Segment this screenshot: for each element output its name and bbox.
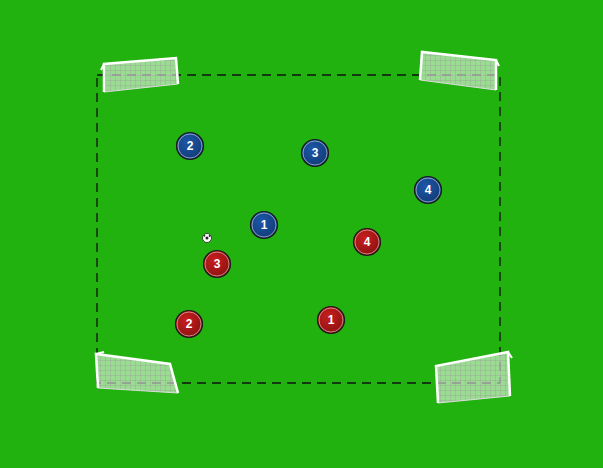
player-number: 2 <box>186 317 193 331</box>
player-marker: 2 <box>175 131 205 161</box>
goal <box>436 352 512 403</box>
goal <box>101 58 178 92</box>
ball <box>203 234 212 243</box>
player-marker: 2 <box>174 309 204 339</box>
player-marker: 1 <box>249 210 279 240</box>
goal <box>96 352 178 393</box>
player-number: 1 <box>328 313 335 327</box>
player-number: 4 <box>425 183 432 197</box>
goal <box>420 52 499 90</box>
player-marker: 1 <box>316 305 346 335</box>
player-number: 3 <box>312 146 319 160</box>
player-number: 2 <box>187 139 194 153</box>
player-number: 1 <box>261 218 268 232</box>
player-marker: 4 <box>352 227 382 257</box>
player-marker: 3 <box>300 138 330 168</box>
player-number: 4 <box>364 235 371 249</box>
area-boundary <box>97 75 500 383</box>
player-marker: 3 <box>202 249 232 279</box>
player-marker: 4 <box>413 175 443 205</box>
player-number: 3 <box>214 257 221 271</box>
